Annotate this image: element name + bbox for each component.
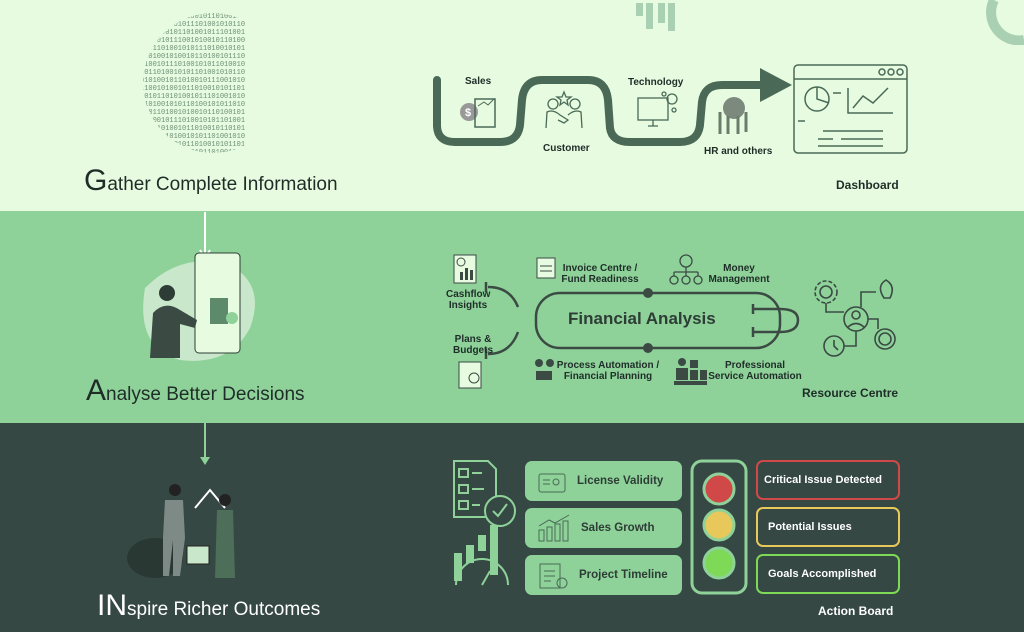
status-goals: Goals Accomplished bbox=[756, 554, 900, 594]
invoice-icon bbox=[536, 257, 556, 279]
item-process-automation: Process Automation / Financial Planning bbox=[556, 360, 660, 382]
svg-text:0110101001011010010110101: 0110101001011010010110101 bbox=[140, 125, 245, 133]
svg-text:1010010111010010101101001: 1010010111010010101101001 bbox=[140, 117, 245, 125]
flow-label-technology: Technology bbox=[628, 77, 684, 88]
hr-people-icon bbox=[718, 97, 748, 134]
status-label: Potential Issues bbox=[768, 521, 852, 533]
svg-text:0101101001010010110100101: 0101101001010010110100101 bbox=[140, 109, 245, 117]
svg-text:1100101001011101001010110: 1100101001011101001010110 bbox=[140, 21, 245, 29]
item-money-management: Money Management bbox=[708, 263, 770, 285]
svg-text:0101001011010010111001010: 0101001011010010111001010 bbox=[140, 77, 245, 85]
money-management-icon bbox=[669, 254, 703, 285]
svg-text:0101101001011010010101101: 0101101001011010010101101 bbox=[140, 141, 245, 149]
gather-heading: Gather Complete Information bbox=[84, 164, 338, 197]
item-invoice-centre: Invoice Centre / Fund Readiness bbox=[561, 263, 639, 285]
svg-text:1101001010110100101011010: 1101001010110100101011010 bbox=[140, 101, 245, 109]
cashflow-icon bbox=[453, 254, 477, 284]
team-illustration bbox=[127, 484, 235, 578]
checklist-speedometer-icon bbox=[453, 460, 516, 586]
flow-path bbox=[433, 68, 792, 146]
resource-centre-icon bbox=[814, 279, 896, 357]
analyse-heading: Analyse Better Decisions bbox=[86, 374, 305, 407]
down-arrow-icon bbox=[200, 423, 210, 465]
process-automation-icon bbox=[535, 359, 554, 380]
professional-service-icon bbox=[674, 358, 707, 385]
plan-document-icon bbox=[458, 361, 482, 389]
svg-text:1011010010101101001010110: 1011010010101101001010110 bbox=[140, 69, 245, 77]
binary-globe-icon: 0101100101110010110100101110010100101110… bbox=[140, 13, 245, 156]
metric-license-validity[interactable]: License Validity bbox=[525, 461, 682, 501]
metric-sales-growth[interactable]: Sales Growth bbox=[525, 508, 682, 548]
item-plans-budgets: Plans & Budgets bbox=[453, 334, 493, 356]
status-critical: Critical Issue Detected bbox=[756, 460, 900, 500]
action-board-title: Action Board bbox=[818, 604, 894, 618]
item-professional-service: Professional Service Automation bbox=[708, 360, 802, 382]
svg-text:0110100101101001011101001: 0110100101101001011101001 bbox=[140, 29, 245, 37]
technology-computer-icon bbox=[637, 91, 678, 127]
status-potential: Potential Issues bbox=[756, 507, 900, 547]
bars-decoration-icon bbox=[636, 3, 675, 31]
svg-text:0010110101001011101001010: 0010110101001011101001010 bbox=[140, 93, 245, 101]
metric-project-timeline[interactable]: Project Timeline bbox=[525, 555, 682, 595]
dashboard-icon[interactable] bbox=[793, 63, 909, 155]
svg-text:1010010110100101101001010: 1010010110100101101001010 bbox=[140, 149, 245, 156]
metric-label: Sales Growth bbox=[581, 522, 655, 534]
project-clipboard-icon bbox=[539, 563, 568, 589]
flow-label-customer: Customer bbox=[543, 143, 590, 154]
analyst-illustration bbox=[143, 252, 255, 361]
metric-label: License Validity bbox=[577, 475, 664, 487]
inspire-heading: INspire Richer Outcomes bbox=[97, 589, 321, 622]
ring-decoration-icon bbox=[986, 0, 1024, 45]
svg-text:0101100101110010110100101: 0101100101110010110100101 bbox=[140, 13, 245, 21]
financial-analysis-label: Financial Analysis bbox=[568, 309, 716, 328]
metric-label: Project Timeline bbox=[579, 569, 668, 581]
sales-growth-icon bbox=[538, 514, 570, 542]
flow-label-hr: HR and others bbox=[704, 146, 773, 157]
resource-centre-title: Resource Centre bbox=[802, 386, 899, 400]
svg-text:0101101001010111010010101: 0101101001010111010010101 bbox=[140, 45, 245, 53]
status-label: Goals Accomplished bbox=[768, 568, 877, 580]
svg-text:1001011010010101101001010: 1001011010010101101001010 bbox=[140, 133, 245, 141]
svg-text:1101001010010110100101110: 1101001010010110100101110 bbox=[140, 53, 245, 61]
dashboard-title: Dashboard bbox=[836, 178, 899, 192]
status-label: Critical Issue Detected bbox=[764, 474, 882, 486]
flow-label-sales: Sales bbox=[465, 76, 492, 87]
svg-text:0100101110100101011010010: 0100101110100101011010010 bbox=[140, 61, 245, 69]
gather-section bbox=[0, 0, 1024, 211]
financial-analysis-connector bbox=[484, 282, 800, 359]
svg-text:1010010111001010010110100: 1010010111001010010110100 bbox=[140, 37, 245, 45]
sales-icon: $ bbox=[460, 98, 496, 128]
item-cashflow: Cashflow Insights bbox=[446, 289, 491, 311]
svg-text:$: $ bbox=[465, 107, 471, 119]
license-id-icon bbox=[538, 473, 566, 493]
svg-text:1100101001011010010101101: 1100101001011010010101101 bbox=[140, 85, 245, 93]
traffic-light-icon bbox=[690, 459, 748, 595]
customer-handshake-icon bbox=[545, 90, 583, 129]
